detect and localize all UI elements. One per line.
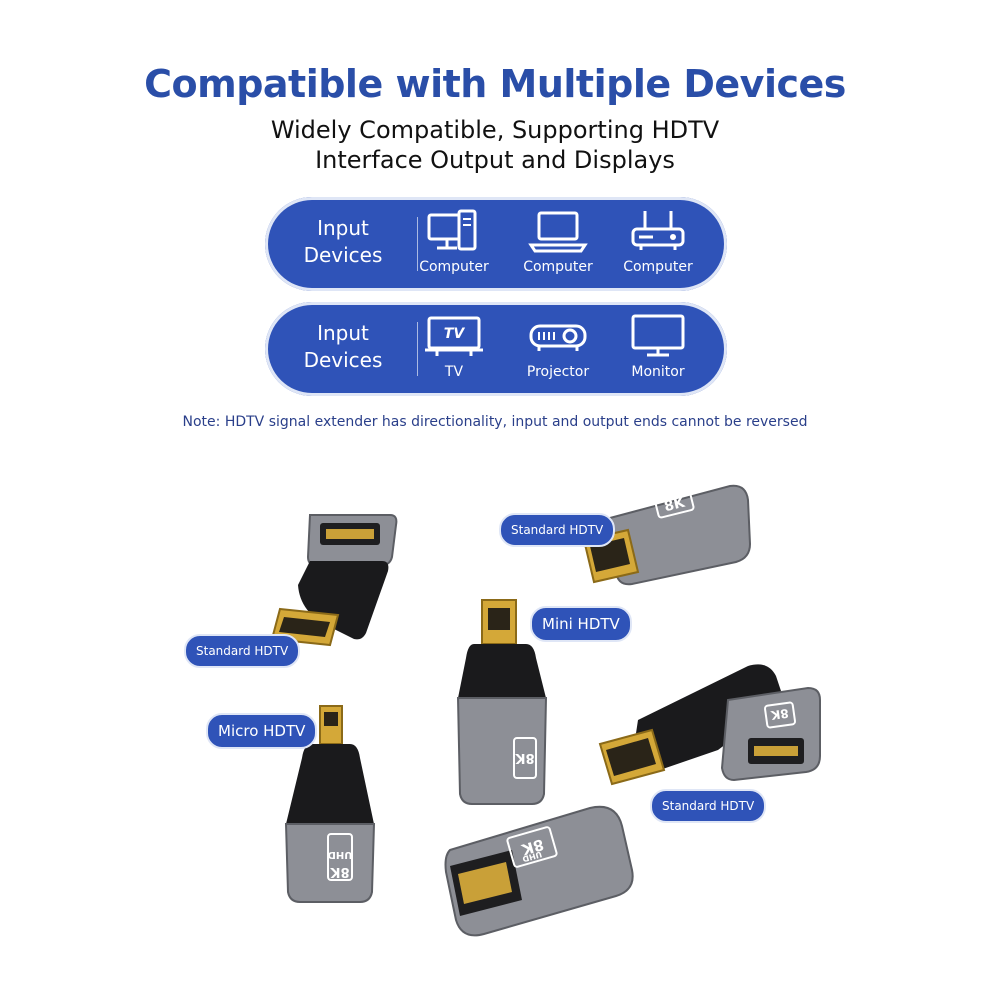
product-straight-adapter: 8K bbox=[580, 478, 755, 592]
subtitle-line-1: Widely Compatible, Supporting HDTV bbox=[270, 116, 720, 144]
device-tv: TV TV bbox=[409, 312, 499, 380]
badge-8k-coupler: 8K bbox=[518, 835, 545, 859]
page-title: Compatible with Multiple Devices bbox=[144, 62, 846, 106]
tv-icon: TV bbox=[425, 316, 483, 356]
device-label: Computer bbox=[419, 259, 489, 275]
router-box-icon bbox=[631, 211, 685, 250]
desktop-computer-icon bbox=[427, 209, 477, 251]
device-projector: Projector bbox=[513, 312, 603, 380]
badge-uhd-micro: UHD bbox=[328, 849, 353, 860]
panel-label-line-2: Devices bbox=[303, 243, 383, 267]
device-label: Monitor bbox=[631, 364, 685, 380]
device-router-box: Computer bbox=[613, 207, 703, 275]
device-desktop: Computer bbox=[409, 207, 499, 275]
subtitle-line-2: Interface Output and Displays bbox=[315, 146, 675, 174]
laptop-icon bbox=[528, 211, 588, 253]
panel-divider bbox=[417, 322, 418, 376]
device-label: Computer bbox=[623, 259, 693, 275]
panel-divider bbox=[417, 217, 418, 271]
panel-label: Input Devices bbox=[283, 320, 403, 374]
input-devices-panel-2: Input Devices TV TV Projector bbox=[265, 302, 727, 396]
badge-8k-micro: 8K bbox=[330, 864, 350, 879]
panel-label-line-1: Input bbox=[317, 216, 369, 240]
panel-label-line-1: Input bbox=[317, 321, 369, 345]
projector-icon bbox=[529, 324, 587, 351]
badge-8k-side: 8K bbox=[769, 706, 789, 722]
tag-micro-hdtv: Micro HDTV bbox=[206, 713, 318, 749]
product-mini-adapter: 8K bbox=[452, 598, 552, 812]
device-label: Computer bbox=[523, 259, 593, 275]
tag-standard-hdtv-top-right: Standard HDTV bbox=[499, 513, 616, 547]
directionality-note: Note: HDTV signal extender has direction… bbox=[182, 414, 808, 430]
product-coupler: 8K UHD bbox=[440, 800, 640, 944]
badge-8k: 8K bbox=[663, 494, 688, 515]
device-monitor: Monitor bbox=[613, 312, 703, 380]
product-micro-adapter: UHD 8K bbox=[280, 704, 380, 908]
tag-mini-hdtv: Mini HDTV bbox=[530, 606, 632, 642]
tag-standard-hdtv-bottom-right: Standard HDTV bbox=[650, 789, 767, 823]
input-devices-panel-1: Input Devices Computer Computer bbox=[265, 197, 727, 291]
tag-standard-hdtv-left: Standard HDTV bbox=[184, 634, 301, 668]
device-label: Projector bbox=[526, 364, 590, 380]
device-laptop: Computer bbox=[513, 207, 603, 275]
panel-label-line-2: Devices bbox=[303, 348, 383, 372]
tv-icon-text: TV bbox=[444, 326, 466, 342]
product-angled-adapter-side: 8K bbox=[598, 660, 823, 794]
monitor-icon bbox=[631, 314, 685, 357]
badge-8k-mini: 8K bbox=[515, 750, 535, 765]
device-label: TV bbox=[444, 364, 464, 380]
panel-label: Input Devices bbox=[283, 215, 403, 269]
